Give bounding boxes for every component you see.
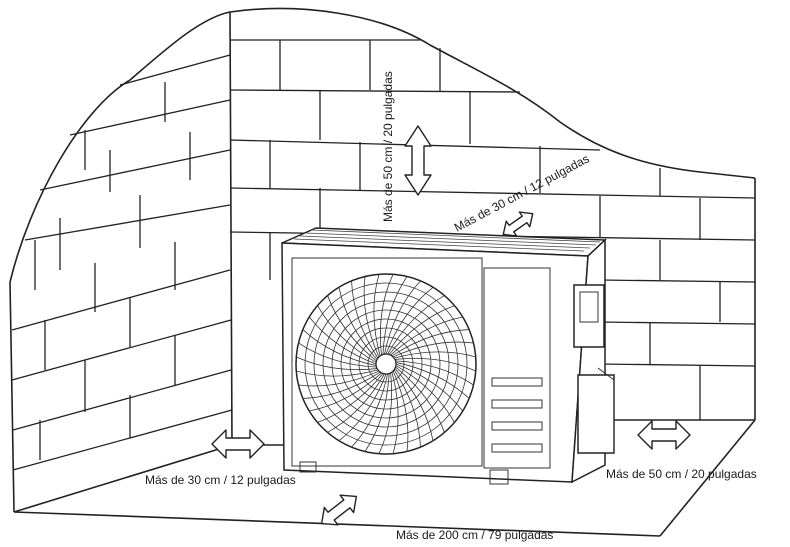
fan-grille-icon [295,273,477,455]
top-clearance-label: Más de 50 cm / 20 pulgadas [381,71,395,222]
top-clearance-arrow-icon [404,125,432,196]
front-clearance-arrow-icon [320,494,358,526]
back-clearance-arrow-icon [502,211,534,237]
right-clearance-arrow-icon [637,420,691,450]
left-wall-bricks [11,54,233,471]
left-clearance-label: Más de 30 cm / 12 pulgadas [145,473,296,487]
outdoor-unit [281,227,615,485]
right-clearance-label: Más de 50 cm / 20 pulgadas [606,467,757,481]
left-clearance-arrow-icon [211,429,265,459]
front-clearance-label: Más de 200 cm / 79 pulgadas [396,528,553,542]
top-fins [293,229,601,252]
